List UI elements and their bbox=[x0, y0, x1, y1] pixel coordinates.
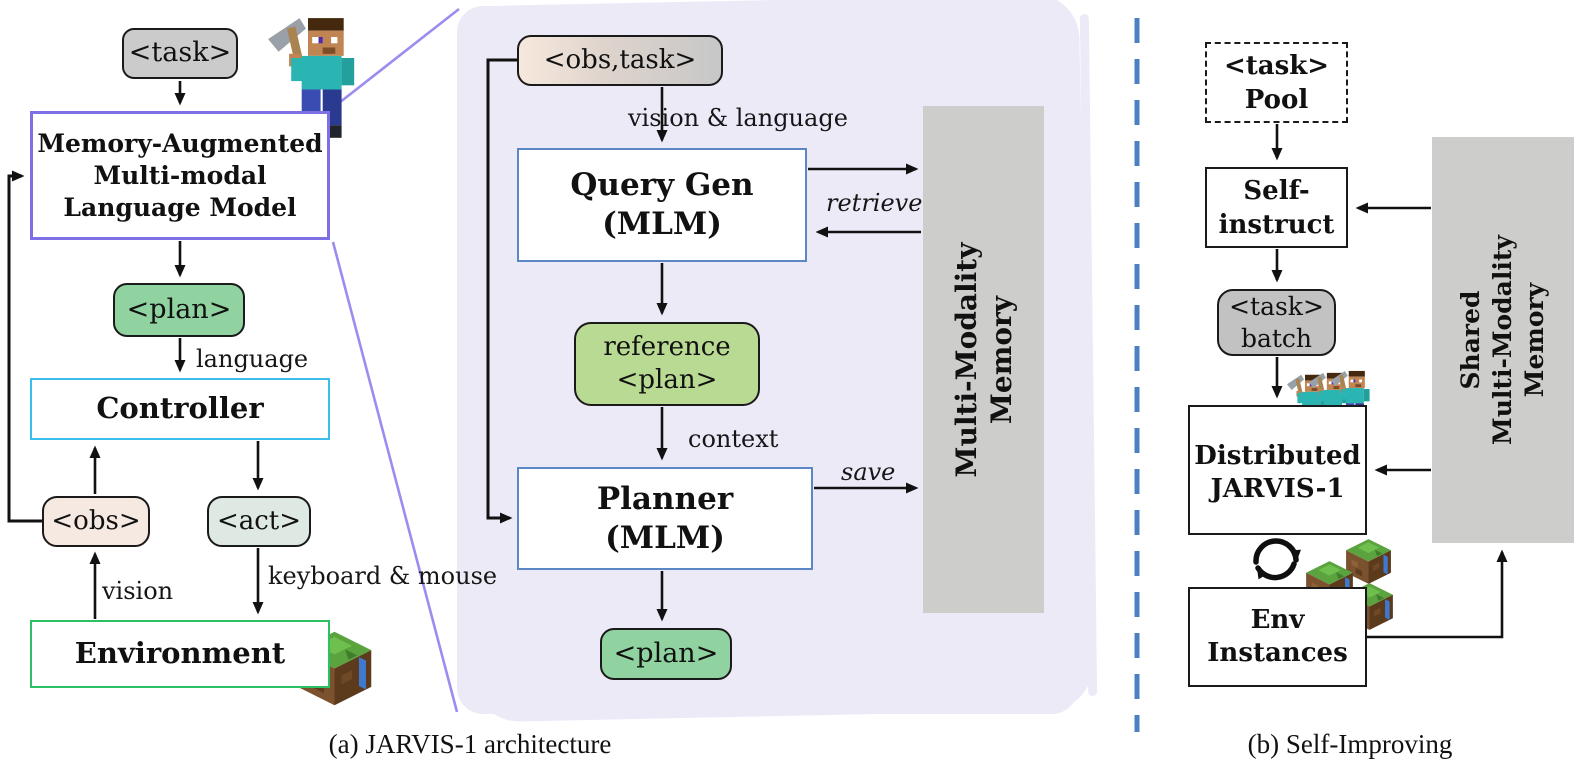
edge-label-vision-language: vision & language bbox=[628, 104, 848, 132]
plan-node: <plan> bbox=[113, 283, 245, 337]
cycle-arrows-icon bbox=[1253, 538, 1301, 581]
multi-modality-memory-vertical-label: Multi-Modality Memory bbox=[949, 241, 1018, 478]
task-batch-node: <task> batch bbox=[1217, 289, 1336, 356]
reference-plan-node: reference <plan> bbox=[574, 322, 760, 406]
act-node: <act> bbox=[207, 496, 311, 547]
env-instances-node: Env Instances bbox=[1188, 587, 1367, 687]
zoom-connector-lines bbox=[329, 7, 460, 713]
edge-label-vision: vision bbox=[102, 577, 174, 605]
distributed-jarvis-node: Distributed JARVIS-1 bbox=[1188, 405, 1367, 535]
multi-modality-memory-node: Multi-Modality Memory bbox=[923, 106, 1044, 613]
edge-label-keyboard-mouse: keyboard & mouse bbox=[268, 562, 498, 590]
edge-label-save: save bbox=[841, 458, 896, 486]
self-instruct-node: Self- instruct bbox=[1205, 167, 1348, 248]
planner-mlm-node: Planner (MLM) bbox=[517, 467, 813, 570]
obs-node: <obs> bbox=[42, 496, 150, 547]
obs-task-node: <obs,task> bbox=[517, 35, 723, 86]
query-gen-mlm-node: Query Gen (MLM) bbox=[517, 148, 807, 262]
task-pool-node: <task> Pool bbox=[1205, 42, 1348, 123]
edge-label-context: context bbox=[688, 425, 779, 453]
environment-node: Environment bbox=[30, 620, 330, 688]
controller-node: Controller bbox=[30, 378, 330, 440]
caption-panel-b: (b) Self-Improving bbox=[1247, 729, 1453, 759]
shared-multi-modality-memory-node: Shared Multi-Modality Memory bbox=[1432, 137, 1574, 543]
caption-panel-a: (a) JARVIS-1 architecture bbox=[328, 729, 612, 759]
edge-label-language: language bbox=[196, 345, 309, 373]
memory-augmented-mlm-node: Memory-Augmented Multi-modal Language Mo… bbox=[30, 111, 330, 240]
shared-memory-vertical-label: Shared Multi-Modality Memory bbox=[1456, 235, 1549, 445]
plan-output-node: <plan> bbox=[600, 628, 732, 680]
edge-label-retrieve: retrieve bbox=[826, 189, 923, 217]
task-node: <task> bbox=[122, 28, 238, 79]
